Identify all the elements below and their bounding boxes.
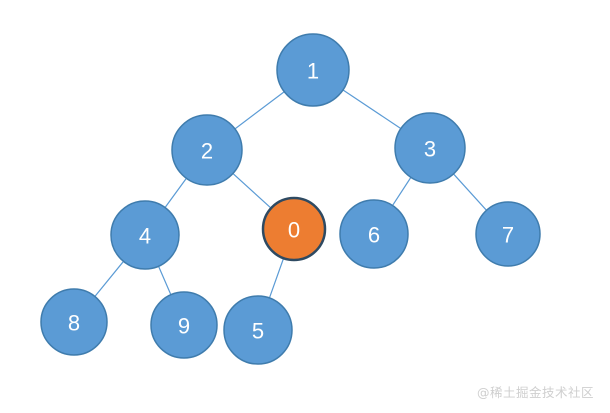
tree-node-9[interactable]: 9 — [150, 291, 218, 359]
node-circle-6[interactable] — [339, 199, 409, 269]
tree-node-4[interactable]: 4 — [110, 200, 180, 270]
node-circle-9[interactable] — [150, 291, 218, 359]
node-circle-1[interactable] — [276, 33, 350, 107]
tree-edge-3-6 — [391, 175, 413, 207]
tree-node-3[interactable]: 3 — [394, 112, 466, 184]
tree-edge-4-8 — [93, 259, 125, 298]
tree-edge-1-3 — [341, 88, 403, 130]
tree-node-6[interactable]: 6 — [339, 199, 409, 269]
edge-layer — [93, 88, 488, 300]
tree-edge-3-7 — [452, 172, 488, 212]
node-circle-0[interactable] — [261, 196, 327, 262]
node-circle-7[interactable] — [475, 201, 541, 267]
tree-edge-4-9 — [157, 264, 172, 297]
node-circle-3[interactable] — [394, 112, 466, 184]
node-circle-5[interactable] — [223, 295, 293, 365]
tree-edge-1-2 — [233, 90, 286, 131]
node-circle-4[interactable] — [110, 200, 180, 270]
tree-node-2[interactable]: 2 — [171, 114, 243, 186]
tree-edge-0-5 — [268, 256, 285, 300]
tree-node-8[interactable]: 8 — [40, 288, 108, 356]
tree-node-7[interactable]: 7 — [475, 201, 541, 267]
tree-node-0[interactable]: 0 — [261, 196, 327, 262]
node-circle-8[interactable] — [40, 288, 108, 356]
node-circle-2[interactable] — [171, 114, 243, 186]
tree-edge-2-4 — [163, 176, 188, 209]
tree-node-5[interactable]: 5 — [223, 295, 293, 365]
tree-node-1[interactable]: 1 — [276, 33, 350, 107]
tree-edge-2-0 — [231, 172, 273, 210]
watermark-text: @稀土掘金技术社区 — [476, 385, 594, 400]
